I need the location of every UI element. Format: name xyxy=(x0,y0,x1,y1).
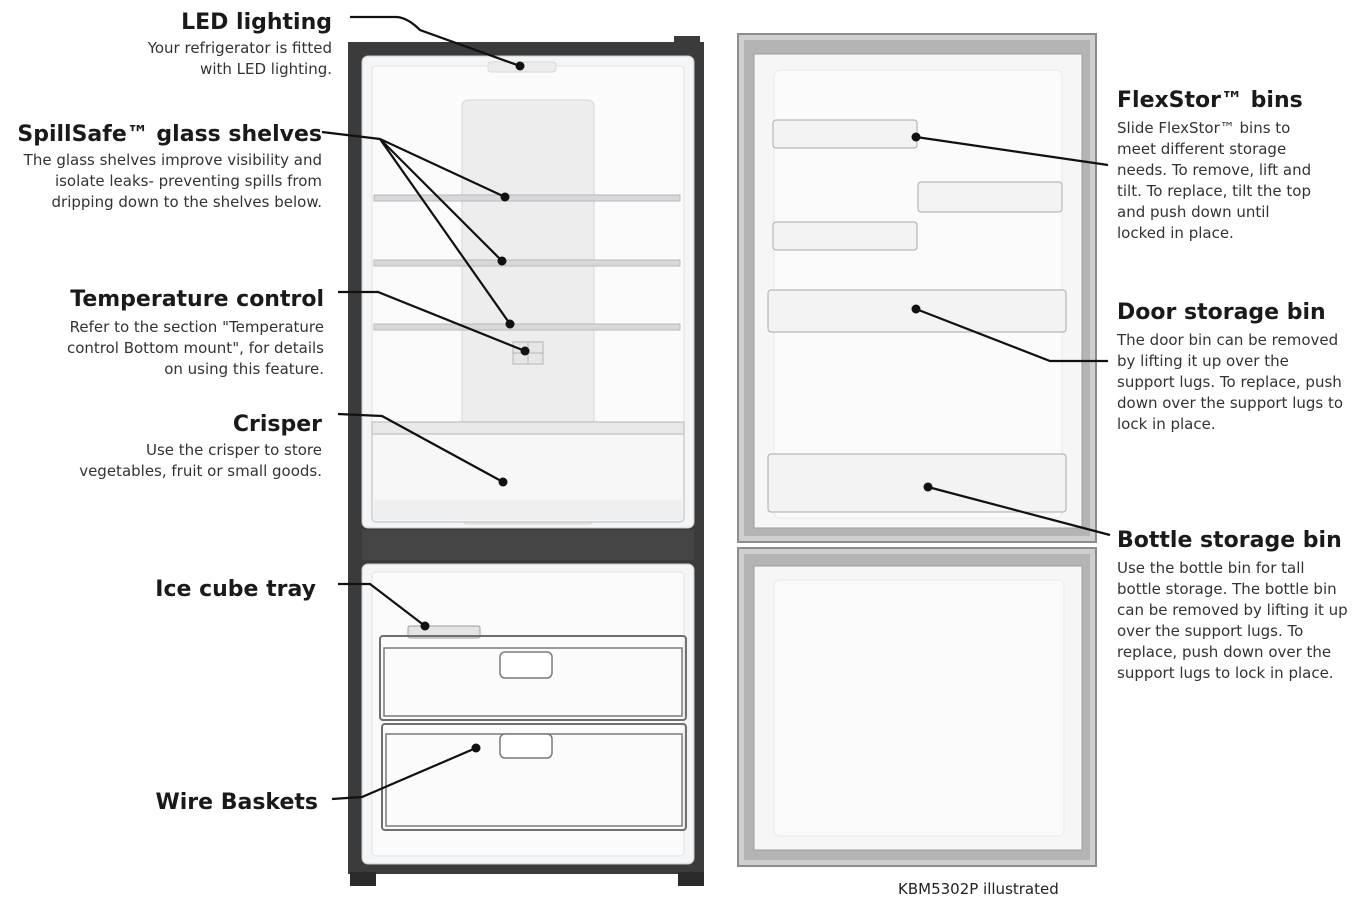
crisper-drawer xyxy=(371,421,685,523)
refrigerator-cabinet xyxy=(348,36,704,886)
callout-temperature-control: Temperature control Refer to the section… xyxy=(40,287,324,380)
leader-ice xyxy=(338,582,426,627)
callout-title: Door storage bin xyxy=(1117,300,1326,325)
callout-desc: The door bin can be removed by lifting i… xyxy=(1117,331,1344,433)
leader-shelf-2 xyxy=(379,138,503,262)
wire-basket-lower xyxy=(381,723,687,831)
callout-title: Bottle storage bin xyxy=(1117,528,1342,553)
callout-led-lighting: LED lighting Your refrigerator is fitted… xyxy=(120,10,332,80)
compartment-divider xyxy=(362,530,694,560)
glass-shelf-2 xyxy=(373,259,681,267)
flexstor-bin-2 xyxy=(917,181,1063,213)
callout-title: Ice cube tray xyxy=(155,577,316,602)
callout-desc: The glass shelves improve visibility and… xyxy=(23,151,322,211)
endpoint-shelf-3 xyxy=(505,319,515,329)
leader-lines xyxy=(321,15,1111,801)
leader-shelf-3 xyxy=(379,138,511,325)
freezer-door-interior xyxy=(737,547,1097,867)
leader-led xyxy=(350,15,521,68)
endpoint-led xyxy=(515,61,525,71)
callout-wire-baskets: Wire Baskets xyxy=(120,790,318,816)
fridge-door-interior xyxy=(737,33,1097,543)
endpoint-shelf-2 xyxy=(497,256,507,266)
callout-title: Temperature control xyxy=(70,287,324,312)
leader-door-bin xyxy=(915,307,1108,363)
callout-title: FlexStor™ bins xyxy=(1117,88,1303,113)
callout-desc: Refer to the section "Temperature contro… xyxy=(66,318,324,378)
callout-title: Crisper xyxy=(232,412,322,437)
callout-title: LED lighting xyxy=(181,10,332,35)
callout-title: Wire Baskets xyxy=(155,790,318,815)
callout-crisper: Crisper Use the crisper to store vegetab… xyxy=(60,412,322,482)
leader-baskets xyxy=(331,746,477,801)
callout-desc: Use the bottle bin for tall bottle stora… xyxy=(1117,559,1348,682)
leader-bottle-bin xyxy=(927,485,1111,537)
leader-endpoints xyxy=(420,61,933,753)
callout-desc: Use the crisper to store vegetables, fru… xyxy=(79,441,322,480)
bottle-storage-bin xyxy=(767,453,1067,513)
callout-flexstor-bins: FlexStor™ bins Slide FlexStor™ bins to m… xyxy=(1117,88,1342,244)
wire-basket-upper xyxy=(379,635,687,721)
callout-door-storage-bin: Door storage bin The door bin can be rem… xyxy=(1117,300,1349,435)
endpoint-temperature xyxy=(520,346,530,356)
glass-shelf-1 xyxy=(373,194,681,202)
endpoint-shelf-1 xyxy=(500,192,510,202)
callout-title: SpillSafe™ glass shelves xyxy=(17,122,322,147)
endpoint-baskets xyxy=(471,743,481,753)
leader-temperature xyxy=(338,290,526,353)
callout-desc: Slide FlexStor™ bins to meet different s… xyxy=(1117,119,1312,242)
leader-crisper xyxy=(337,412,504,483)
front-foot-left xyxy=(350,872,376,886)
leader-flexstor xyxy=(915,135,1109,167)
model-caption: KBM5302P illustrated xyxy=(898,880,1059,898)
endpoint-flexstor xyxy=(911,132,921,142)
endpoint-crisper xyxy=(498,477,508,487)
callout-bottle-storage-bin: Bottle storage bin Use the bottle bin fo… xyxy=(1117,528,1351,684)
flexstor-bin-3 xyxy=(772,221,918,251)
flexstor-bin-1 xyxy=(772,119,918,149)
endpoint-door-bin xyxy=(911,304,921,314)
callout-glass-shelves: SpillSafe™ glass shelves The glass shelv… xyxy=(6,122,322,213)
glass-shelf-3 xyxy=(373,323,681,331)
front-foot-right xyxy=(678,872,704,886)
endpoint-bottle-bin xyxy=(923,482,933,492)
endpoint-ice xyxy=(420,621,430,631)
rear-duct-panel xyxy=(461,99,595,525)
callout-ice-cube-tray: Ice cube tray xyxy=(120,577,316,603)
callout-desc: Your refrigerator is fitted with LED lig… xyxy=(147,39,332,78)
